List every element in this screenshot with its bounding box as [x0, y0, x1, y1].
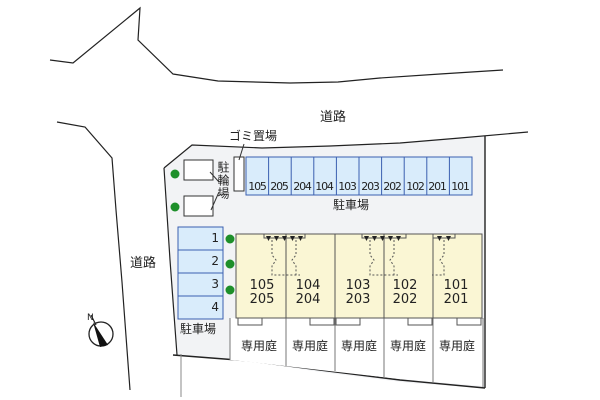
tree-icon [225, 259, 235, 269]
parking-stall-label: 202 [383, 180, 402, 193]
private-garden-label: 専用庭 [438, 339, 475, 353]
parking-stall-label: 105 [248, 180, 267, 193]
parking-stall-label: 2 [211, 254, 219, 268]
tree-icon [170, 169, 180, 179]
garbage-area-label: ゴミ置場 [229, 129, 278, 143]
bicycle-parking-label: 駐輪場 [216, 161, 230, 200]
parking-stall-label: 101 [451, 180, 470, 193]
parking-stall-label: 102 [406, 180, 425, 193]
parking-stall-label: 203 [361, 180, 380, 193]
left-parking-area [177, 226, 224, 320]
parking-stall-label: 4 [211, 300, 219, 314]
north-road-label: 道路 [320, 110, 347, 125]
private-garden-label: 専用庭 [340, 339, 377, 353]
parking-stall-label: 204 [293, 180, 312, 193]
top-parking-label: 駐車場 [333, 198, 370, 212]
tree-icon [225, 285, 235, 295]
parking-stall-label: 205 [270, 180, 289, 193]
compass-north-label: N [87, 313, 94, 323]
parking-stall-label: 103 [338, 180, 357, 193]
road-edge [56, 121, 131, 391]
parking-stall-label: 104 [315, 180, 334, 193]
tree-icon [170, 202, 180, 212]
top-parking-area [245, 156, 473, 196]
west-road-label: 道路 [130, 256, 157, 271]
lot-left-edge [163, 167, 178, 356]
bicycle-rack [183, 195, 214, 217]
private-garden-label: 専用庭 [389, 339, 426, 353]
private-garden-label: 専用庭 [240, 339, 277, 353]
parking-stall-label: 3 [211, 277, 219, 291]
garden-area [230, 318, 483, 386]
tree-icon [225, 234, 235, 244]
parking-stall-label: 201 [428, 180, 447, 193]
left-parking-label: 駐車場 [180, 322, 217, 336]
private-garden-label: 専用庭 [291, 339, 328, 353]
lot-top-edge [163, 131, 529, 169]
bicycle-rack [183, 159, 214, 181]
road-edge [49, 6, 504, 84]
apartment-building [235, 233, 483, 326]
compass-icon [88, 314, 114, 347]
parking-stall-label: 1 [211, 231, 219, 245]
garbage-area [233, 156, 245, 192]
